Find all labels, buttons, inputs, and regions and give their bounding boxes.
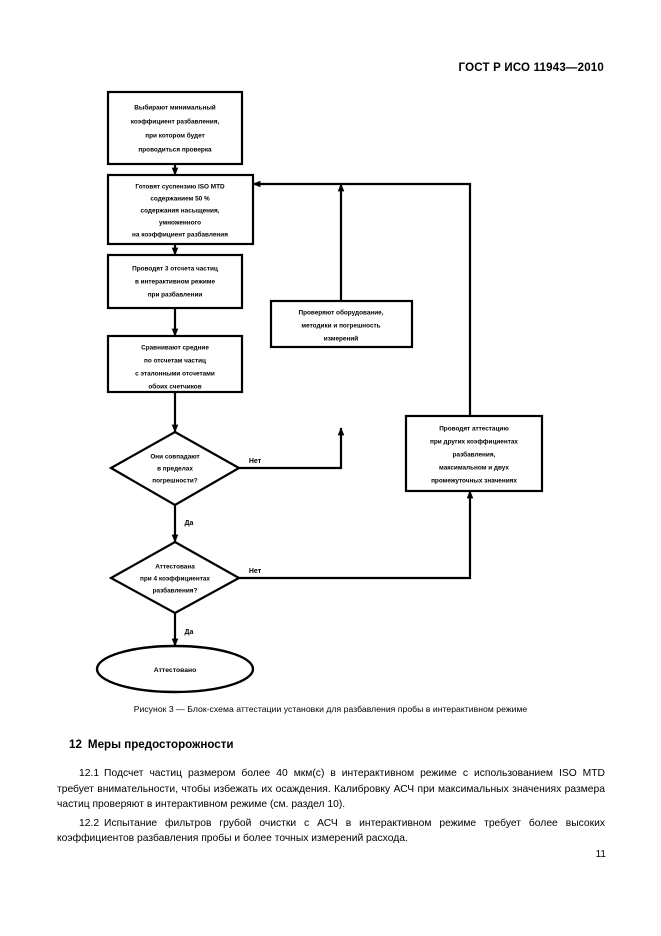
flow-box1-line2: коэффициент разбавления, [131,118,220,126]
connector-other-back-to-box2 [252,180,472,416]
flow-decision2-line1: Аттестована [155,564,195,571]
flow-box1-line1: Выбирают минимальный [134,104,216,112]
flow-other-line3: разбавления, [453,451,496,459]
flow-box3-line3: при разбавлении [148,291,203,299]
paragraph-12-1-number: 12.1 [79,768,100,779]
connector-decision1-no [239,427,345,470]
flow-terminal-certified [95,644,255,694]
flowchart-figure: Выбирают минимальный коэффициент разбавл… [0,80,661,700]
flow-check-line1: Проверяют оборудование, [299,309,384,317]
connector-decision2-no [239,490,474,580]
flow-box1-line3: при котором будет [145,132,204,140]
paragraph-12-2-number: 12.2 [79,817,100,829]
flow-other-line4: максимальном и двух [439,465,509,472]
flow-box2-line3: содержания насыщения, [141,208,220,215]
flow-decision1-line2: в пределах [157,466,193,473]
flow-box-other-coefficients [404,414,544,493]
flow-other-line2: при других коэффициентах [430,439,518,446]
flow-box3-line1: Проводят 3 отсчета частиц [132,266,218,273]
flow-decision1-line1: Они совпадают [150,454,199,461]
flow-box4-line4: обоих счетчиков [148,383,201,391]
flow-box-check-equipment [269,299,414,349]
flow-check-line3: измерений [324,335,358,343]
flow-box3-line2: в интерактивном режиме [135,279,216,286]
paragraph-12-2-text: Испытание фильтров грубой очистки с АСЧ … [57,817,605,845]
figure-caption: Рисунок 3 — Блок-схема аттестации устано… [133,704,528,714]
section-title: Меры предосторожности [87,738,234,751]
flow-decision2-line2: при 4 коэффициентах [140,576,210,583]
paragraph-12-1-text: Подсчет частиц размером более 40 мкм(с) … [57,768,605,811]
document-header: ГОСТ Р ИСО 11943—2010 [458,62,604,74]
flow-box2-line5: на коэффициент разбавления [132,231,228,239]
flow-decision1-yes-label: Да [185,520,194,527]
flow-box-three-counts [106,253,244,310]
flow-box4-line2: по отсчетам частиц [144,358,206,365]
flow-decision2-yes-label: Да [185,629,194,636]
section-heading: 12 Меры предосторожности [69,738,234,751]
flow-decision1-no-label: Нет [249,458,262,465]
flow-decision-four-coefficients [108,540,242,615]
flow-box-prepare-suspension [106,173,255,246]
flow-box2-line1: Готовят суспензию ISO MTD [135,184,225,191]
flow-other-line5: промежуточных значениях [431,478,517,485]
flow-box2-line4: умноженного [159,220,201,227]
flow-terminal-label: Аттестовано [154,667,196,674]
flow-box-compare-averages [106,334,244,394]
flow-box2-line2: содержанием 50 % [150,196,210,203]
flow-other-line1: Проводят аттестацию [439,426,509,433]
flow-box-select-dilution [106,90,244,166]
flow-box1-line4: проводиться проверка [138,147,212,154]
flow-decision2-line3: разбавления? [153,587,198,595]
flow-check-line2: методики и погрешность [301,323,380,330]
flow-box4-line3: с эталонными отсчетами [135,371,215,378]
section-number: 12 [69,738,82,751]
flow-box4-line1: Сравнивают средние [141,345,209,352]
flow-decision1-line3: погрешности? [152,478,198,485]
flow-decision-within-tolerance [108,430,242,507]
flow-decision2-no-label: Нет [249,568,262,575]
page-number: 11 [595,849,606,860]
